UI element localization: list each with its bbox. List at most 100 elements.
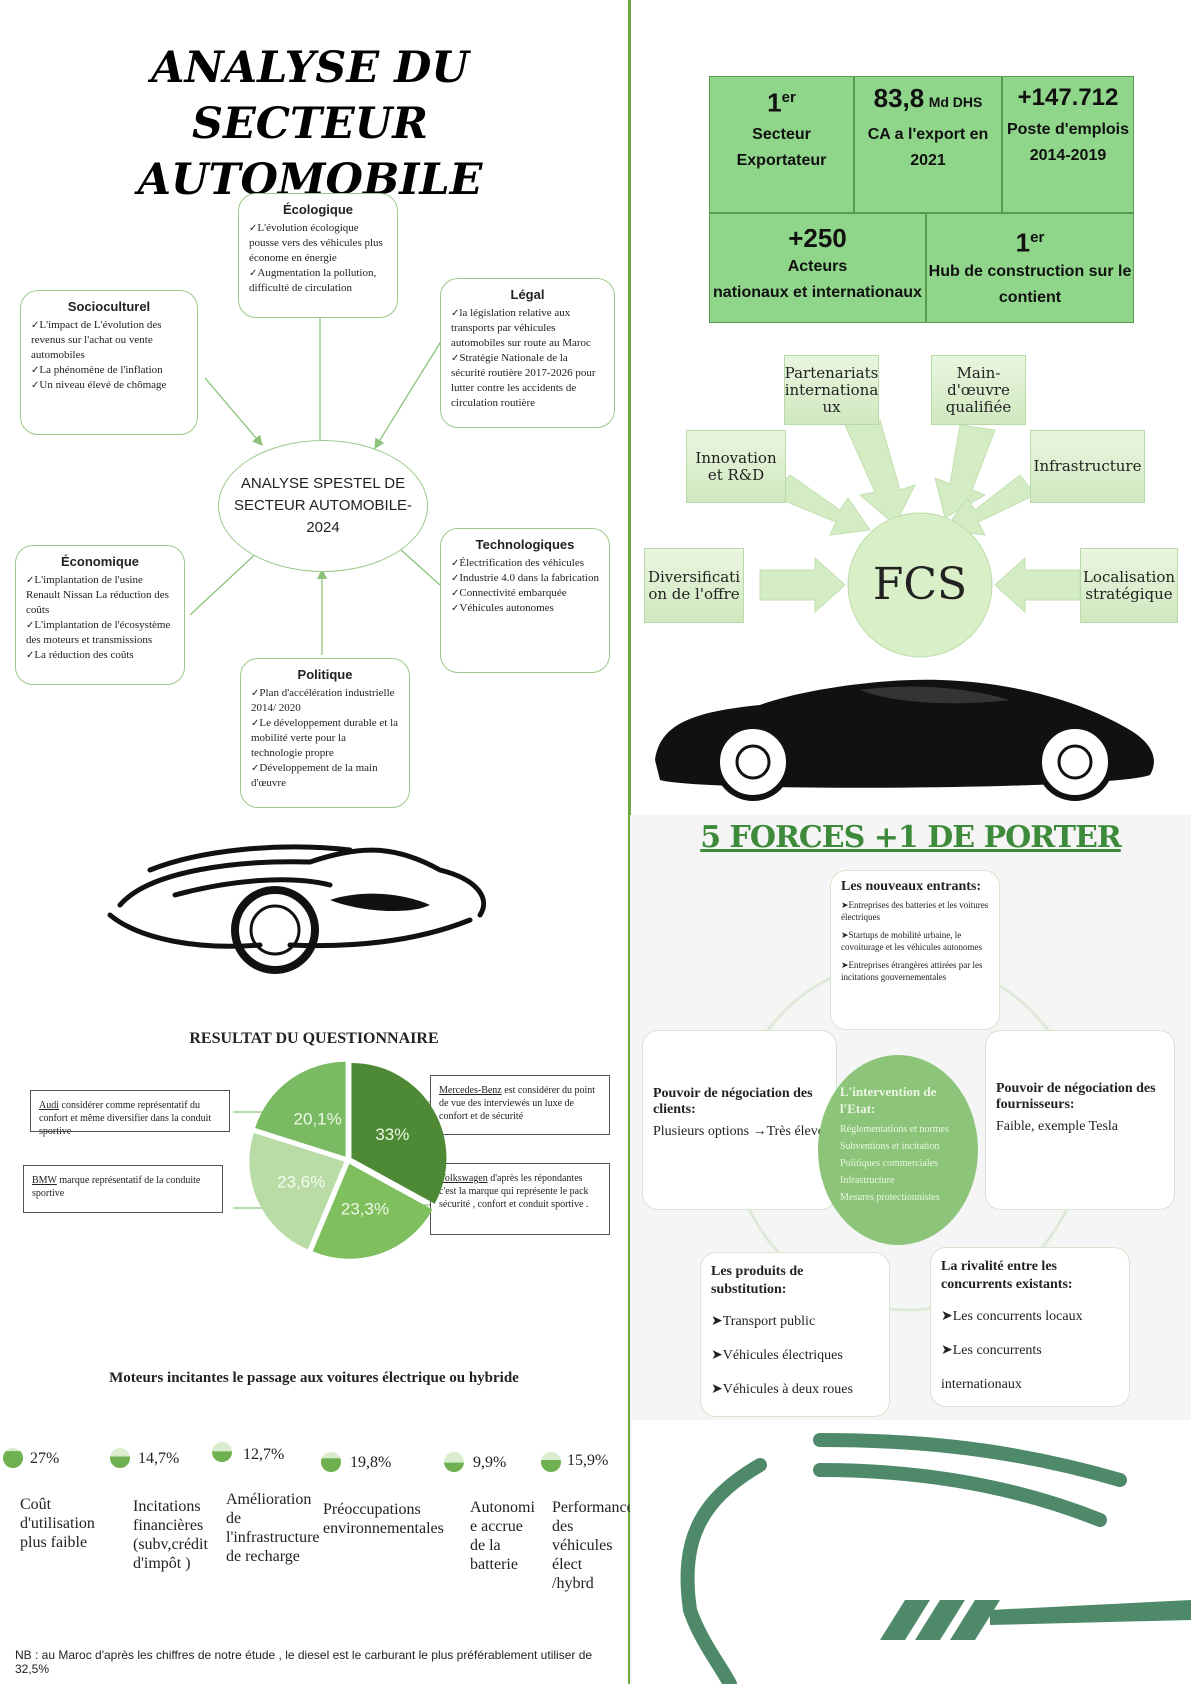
note-footer: NB : au Maroc d'après les chiffres de no… — [15, 1648, 593, 1676]
ecologique-title: Écologique — [282, 202, 354, 217]
stat-value: 1 — [767, 87, 782, 118]
stat-value: +147.712 — [1017, 84, 1119, 111]
column-divider — [628, 0, 631, 1684]
legal-title: Légal — [510, 287, 545, 302]
stat-value: 83,8 — [873, 83, 925, 113]
stat-cell-hub: 1er Hub de construction sur le contient — [926, 213, 1134, 323]
stat-label: Hub de construction sur le — [928, 262, 1132, 280]
fournisseurs-text: Faible, exemple Tesla — [996, 1119, 1119, 1134]
stat-sup: er — [1030, 229, 1045, 246]
economique-title: Économique — [60, 554, 139, 569]
socioculturel-item: Un niveau élevé de chômage — [31, 378, 187, 393]
clients-title: Pouvoir de négociation des clients: — [653, 1086, 813, 1117]
stat-label: 2014-2019 — [1029, 147, 1107, 164]
rivalite-item: Les concurrents internationaux — [941, 1334, 1119, 1402]
fcs-main-oeuvre: Main-d'œuvre qualifiée — [931, 355, 1026, 425]
spestel-ecologique: Écologique L'évolution écologique pousse… — [238, 193, 398, 318]
fcs-partenariats: Partenariats internationa ux — [784, 355, 879, 425]
moteur-label: Performance des véhicules élect /hybrd — [552, 1499, 634, 1592]
spestel-center-line: 2024 — [306, 519, 340, 536]
stat-unit: Md DHS — [928, 94, 983, 110]
title-line-1: ANALYSE DU SECTEUR — [151, 43, 469, 149]
substitution-title: Les produits de substitution: — [711, 1264, 804, 1297]
ecologique-item: Augmentation la pollution, difficulté de… — [249, 266, 387, 296]
page-title: ANALYSE DU SECTEUR AUTOMOBILE — [30, 40, 590, 208]
technologiques-item: Électrification des véhicules — [451, 556, 599, 571]
socioculturel-item: L'impact de L'évolution des revenus sur … — [31, 318, 187, 363]
socioculturel-title: Socioculturel — [67, 299, 151, 314]
entrants-item: Startups de mobilité urbaine, le covoitu… — [841, 929, 989, 953]
spestel-socioculturel: Socioculturel L'impact de L'évolution de… — [20, 290, 198, 435]
stat-cell-acteurs: +250 Acteurs nationaux et internationaux — [709, 213, 926, 323]
etat-item: Politiques commerciales — [840, 1158, 939, 1169]
fcs-innovation: Innovation et R&D — [686, 430, 786, 503]
etat-item: Réglementations et normes — [840, 1124, 949, 1135]
moteur-value: 14,7% — [138, 1450, 180, 1467]
entrants-item: Entreprises étrangères attirées par les … — [841, 959, 989, 983]
spestel-economique: Économique L'implantation de l'usine Ren… — [15, 545, 185, 685]
stat-label: 2021 — [910, 152, 946, 169]
legal-item: la législation relative aux transports p… — [451, 306, 604, 351]
volkswagen-text: d'après les répondantes c'est la marque … — [439, 1173, 589, 1210]
moteur-label: Préoccupations environnementales — [323, 1501, 444, 1537]
technologiques-item: Véhicules autonomes — [451, 601, 599, 616]
audi-note: Audi considérer comme représentatif du c… — [30, 1090, 230, 1137]
moteur-value: 19,8% — [350, 1454, 392, 1471]
substitution-item: Véhicules à deux roues — [711, 1373, 879, 1407]
moteur-value: 9,9% — [473, 1454, 507, 1471]
etat-item: Mesures protectionnistes — [840, 1192, 940, 1203]
audi-text: considérer comme représentatif du confor… — [39, 1100, 212, 1137]
stat-cell-emplois: +147.712 Poste d'emplois 2014-2019 — [1002, 76, 1134, 213]
rivalite-item: Les concurrents locaux — [941, 1300, 1119, 1334]
audi-brand: Audi — [39, 1100, 59, 1111]
stat-label: contient — [998, 288, 1062, 306]
moteurs-title: Moteurs incitantes le passage aux voitur… — [109, 1370, 519, 1386]
stat-value: +250 — [788, 223, 847, 253]
technologiques-item: Connectivité embarquée — [451, 586, 599, 601]
etat-title: L'intervention de l'Etat: — [840, 1084, 937, 1116]
etat-item: Subventions et incitation — [840, 1141, 940, 1152]
spestel-center-line: ANALYSE SPESTEL DE — [240, 475, 406, 492]
fcs-center-label: FCS — [872, 559, 968, 610]
politique-item: Développement de la main d'œuvre — [251, 761, 399, 791]
spestel-politique: Politique Plan d'accélération industriel… — [240, 658, 410, 808]
politique-item: Le développement durable et la mobilité … — [251, 716, 399, 761]
stat-sup: er — [781, 89, 796, 106]
legal-item: Stratégie Nationale de la sécurité routi… — [451, 351, 604, 411]
economique-item: La réduction des coûts — [26, 648, 174, 663]
etat-item: Infrastructure — [840, 1175, 895, 1186]
mercedes-text: est considérer du point de vue des inter… — [439, 1085, 596, 1122]
bmw-note: BMW marque représentatif de la conduite … — [23, 1165, 223, 1213]
fcs-infrastructure: Infrastructure — [1030, 430, 1145, 503]
fournisseurs-title: Pouvoir de négociation des fournisseurs: — [996, 1081, 1156, 1112]
spestel-technologiques: Technologiques Électrification des véhic… — [440, 528, 610, 673]
questionnaire-title: RESULTAT DU QUESTIONNAIRE — [189, 1030, 439, 1047]
spestel-center: ANALYSE SPESTEL DE SECTEUR AUTOMOBILE- 2… — [218, 440, 428, 572]
volkswagen-brand: Volkswagen — [439, 1173, 488, 1184]
economique-item: L'implantation de l'écosystème des moteu… — [26, 618, 174, 648]
moteur-value: 27% — [30, 1450, 60, 1467]
moteur-label: Amélioration de l'infrastructure de rech… — [226, 1491, 320, 1565]
fcs-diversification: Diversificati on de l'offre — [644, 548, 744, 623]
moteur-label: Incitations financières (subv,crédit d'i… — [133, 1498, 208, 1572]
economique-item: L'implantation de l'usine Renault Nissan… — [26, 573, 174, 618]
stat-label: Secteur — [752, 125, 811, 143]
bmw-brand: BMW — [32, 1175, 57, 1186]
stat-value: 1 — [1015, 227, 1031, 258]
stat-label: CA a l'export en — [867, 126, 989, 143]
bmw-text: marque représentatif de la conduite spor… — [32, 1175, 201, 1199]
stat-cell-export: 83,8 Md DHS CA a l'export en 2021 — [854, 76, 1002, 213]
stat-label: nationaux et internationaux — [713, 284, 922, 301]
rivalite-title: La rivalité entre les concurrents exista… — [941, 1259, 1073, 1292]
stat-label: Poste d'emplois — [1006, 121, 1130, 138]
substitution-item: Véhicules électriques — [711, 1339, 879, 1373]
stat-label: Acteurs — [787, 258, 848, 275]
politique-title: Politique — [297, 667, 353, 682]
entrants-title: Les nouveaux entrants: — [841, 879, 982, 894]
substitution-item: Transport public — [711, 1305, 879, 1339]
moteur-label: Coût d'utilisation plus faible — [20, 1496, 95, 1551]
entrants-item: Entreprises des batteries et les voiture… — [841, 899, 989, 923]
mercedes-note: Mercedes-Benz est considérer du point de… — [430, 1075, 610, 1135]
